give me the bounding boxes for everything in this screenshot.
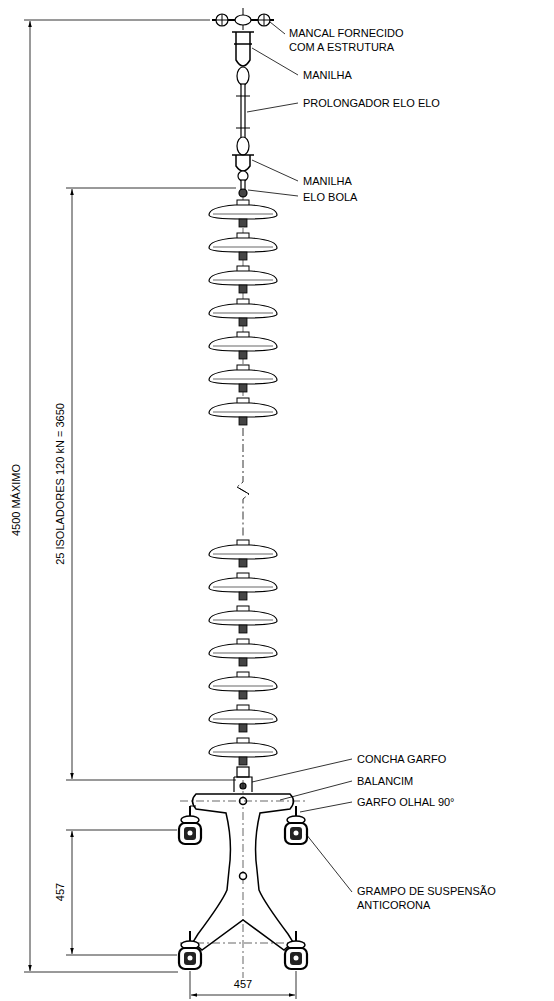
part-label: MANILHA	[303, 174, 352, 188]
part-label: MANCAL FORNECIDO COM A ESTRUTURA	[289, 26, 414, 54]
shackle	[232, 155, 254, 171]
socket-clevis	[234, 767, 252, 792]
dimension-label: 457	[53, 883, 67, 901]
part-label: BALANCIM	[357, 774, 413, 788]
part-label: MANILHA	[303, 68, 352, 82]
bearing	[212, 8, 274, 30]
part-label: GRAMPO DE SUSPENSÃO ANTICORONA	[357, 884, 507, 912]
extension-link	[236, 67, 250, 155]
part-label: GARFO OLHAL 90°	[357, 795, 455, 809]
part-label: CONCHA GARFO	[357, 752, 446, 766]
dimension-lines	[24, 20, 296, 999]
ball-link	[238, 171, 248, 197]
dimension-label: 4500 MÁXIMO	[9, 464, 23, 536]
part-label: ELO BOLA	[303, 190, 357, 204]
shackle	[232, 32, 254, 66]
dimension-label: 457	[234, 977, 252, 991]
suspension-clamps	[179, 806, 307, 969]
part-label: PROLONGADOR ELO ELO	[303, 96, 440, 110]
leader-lines	[247, 22, 352, 892]
insulator-string	[209, 196, 277, 765]
dimension-label: 25 ISOLADORES 120 kN = 3650	[53, 403, 67, 565]
yoke-plate	[180, 780, 306, 978]
